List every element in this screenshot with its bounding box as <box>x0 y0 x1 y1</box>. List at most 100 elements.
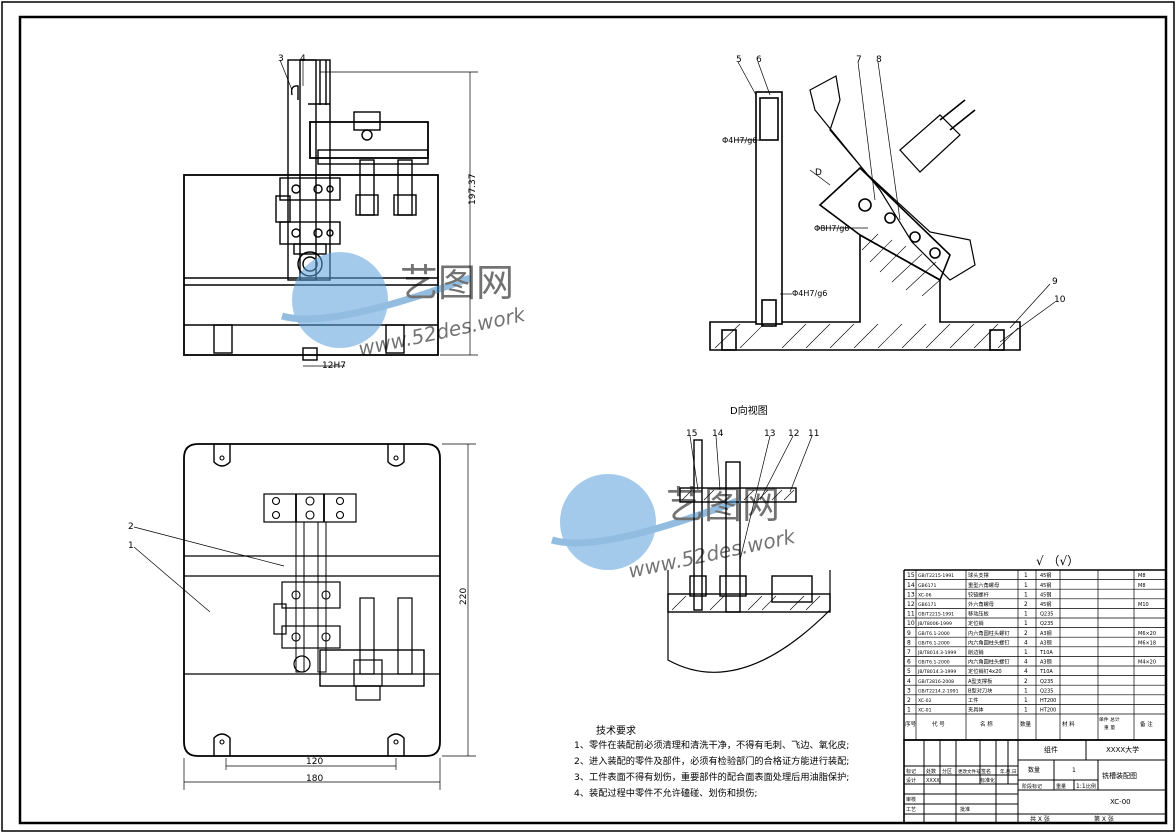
bom-note: M10 <box>1138 602 1149 608</box>
bom-code: GB/T6.1-2000 <box>918 631 950 637</box>
detail-hatch <box>671 489 821 611</box>
bom-name: 外六角螺母 <box>968 600 994 608</box>
bom-material: A3钢 <box>1040 639 1052 646</box>
bom-note: M4×20 <box>1138 660 1156 666</box>
bom-name: 球头支撑 <box>968 571 989 579</box>
tb-label-change: 更改文件号 <box>958 768 981 775</box>
bom-name: 内六角圆柱头螺钉 <box>968 658 1010 666</box>
bom-qty: 4 <box>1024 640 1028 646</box>
bom-qty: 1 <box>1024 592 1028 598</box>
tech-title: 技术要求 <box>596 724 636 737</box>
fit-label-3: Φ4H7/g6 <box>792 289 827 298</box>
bom-qty: 1 <box>1024 698 1028 704</box>
tb-label-date: 年.月.日 <box>1000 768 1016 775</box>
balloon-7: 7 <box>856 55 862 65</box>
tech-line-2: 2、进入装配的零件及部件，必须有检验部门的合格证方能进行装配; <box>574 755 849 767</box>
bom-note: M8 <box>1138 573 1146 579</box>
balloon-13: 13 <box>764 429 775 439</box>
watermark-2: 艺图网 www.52des.work <box>551 474 798 583</box>
bom-qty: 2 <box>1024 679 1028 685</box>
tb-label-count: 处数 <box>926 768 936 775</box>
bom-code: XC-02 <box>918 698 932 704</box>
bom-no: 2 <box>907 697 911 704</box>
bom-name: 内六角圆柱头螺钉 <box>968 638 1010 646</box>
bom-qty: 1 <box>1024 650 1028 656</box>
bom-header-note: 备 注 <box>1140 720 1153 728</box>
top-view <box>183 443 441 757</box>
bom-no: 15 <box>907 572 915 579</box>
balloon-8: 8 <box>876 55 882 65</box>
bom-code: JB/T8006-1999 <box>917 621 952 627</box>
bom-name: 夹具体 <box>968 706 984 714</box>
tb-qty: 1 <box>1072 767 1076 774</box>
balloon-12: 12 <box>788 429 799 439</box>
bom-code: JB/T8014.3-1999 <box>917 650 956 656</box>
bom-qty: 4 <box>1024 669 1028 675</box>
detail-view-title: D向视图 <box>730 404 768 417</box>
tb-designer: XXXX <box>926 778 940 784</box>
side-leaders <box>735 61 1056 343</box>
bom-name: 铰链螺杆 <box>968 590 989 598</box>
bom-material: Q235 <box>1040 679 1053 685</box>
tech-line-1: 1、零件在装配前必须清理和清洗干净，不得有毛刺、飞边、氧化皮; <box>574 739 849 751</box>
bom-no: 11 <box>907 611 915 618</box>
bom-code: GB6171 <box>918 583 936 589</box>
bom-code: GB/T2214.2-1991 <box>918 688 959 694</box>
roughness-symbol: √ （√） <box>1036 554 1079 568</box>
tb-stage-label: 阶段标记 <box>1022 783 1042 790</box>
bom-material: Q235 <box>1040 621 1053 627</box>
bom-material: HT200 <box>1040 708 1056 714</box>
bom-header-weight: 单件 总计 <box>1099 716 1120 723</box>
bom-material: A3钢 <box>1040 659 1052 666</box>
balloon-4: 4 <box>300 54 306 64</box>
bom-name: A型支撑板 <box>968 677 993 685</box>
bom-qty: 1 <box>1024 583 1028 589</box>
bom-header-no: 序号 <box>905 720 917 728</box>
tb-type: 组件 <box>1044 745 1058 754</box>
bom-header-qty: 数量 <box>1020 720 1032 728</box>
dim-height-front: 197.37 <box>468 174 478 206</box>
watermark-1: 艺图网 www.52des.work <box>281 252 528 361</box>
bom-code: GB6171 <box>918 602 936 608</box>
balloon-6: 6 <box>756 55 762 65</box>
detail-leaders <box>689 435 813 561</box>
tb-scale: 1:1 <box>1076 783 1086 790</box>
bom-no: 4 <box>907 678 911 685</box>
watermark-1-cn: 艺图网 <box>400 261 514 305</box>
tb-drawing-name: 铣槽装配图 <box>1102 771 1137 780</box>
bom-code: XC-01 <box>918 708 932 714</box>
fit-label-2: Φ8H7/g6 <box>814 224 849 233</box>
bom-qty: 1 <box>1024 612 1028 618</box>
bom-material: T10A <box>1039 650 1053 656</box>
tb-sheet-total: 共 X 张 <box>1030 815 1050 823</box>
dim-slot-front: 12H7 <box>322 361 346 371</box>
view-mark-d: D <box>815 168 822 178</box>
bom-note: M6×20 <box>1138 631 1156 637</box>
bom-no: 9 <box>907 630 911 637</box>
tb-weight-label: 重量 <box>1056 783 1066 790</box>
tb-std: 标准化 <box>980 777 995 784</box>
bom-header-code: 代 号 <box>932 720 945 728</box>
bom-no: 13 <box>907 591 915 598</box>
bom-code: GB/T2215-1991 <box>918 573 954 579</box>
front-dims <box>279 59 478 367</box>
bom-material: 45钢 <box>1040 572 1051 579</box>
bom-name: 定位销 <box>968 619 984 627</box>
bom-qty: 2 <box>1024 631 1028 637</box>
tb-label-sign: 签名 <box>981 768 991 775</box>
bom-note: M6×18 <box>1138 640 1156 646</box>
bom-header-weight2: 重 量 <box>1104 724 1115 731</box>
balloon-10: 10 <box>1054 295 1066 305</box>
tb-label-mark: 标记 <box>906 768 916 775</box>
tb-scale-label: 比例 <box>1086 783 1096 790</box>
balloon-2: 2 <box>128 522 134 532</box>
side-hatch <box>714 233 1019 349</box>
tb-craft: 工艺 <box>906 807 916 813</box>
bom-code: GB/T2215-1991 <box>918 612 954 618</box>
bom-header-material: 材 料 <box>1062 720 1075 728</box>
bom-material: A3钢 <box>1040 630 1052 637</box>
balloon-15: 15 <box>686 429 697 439</box>
